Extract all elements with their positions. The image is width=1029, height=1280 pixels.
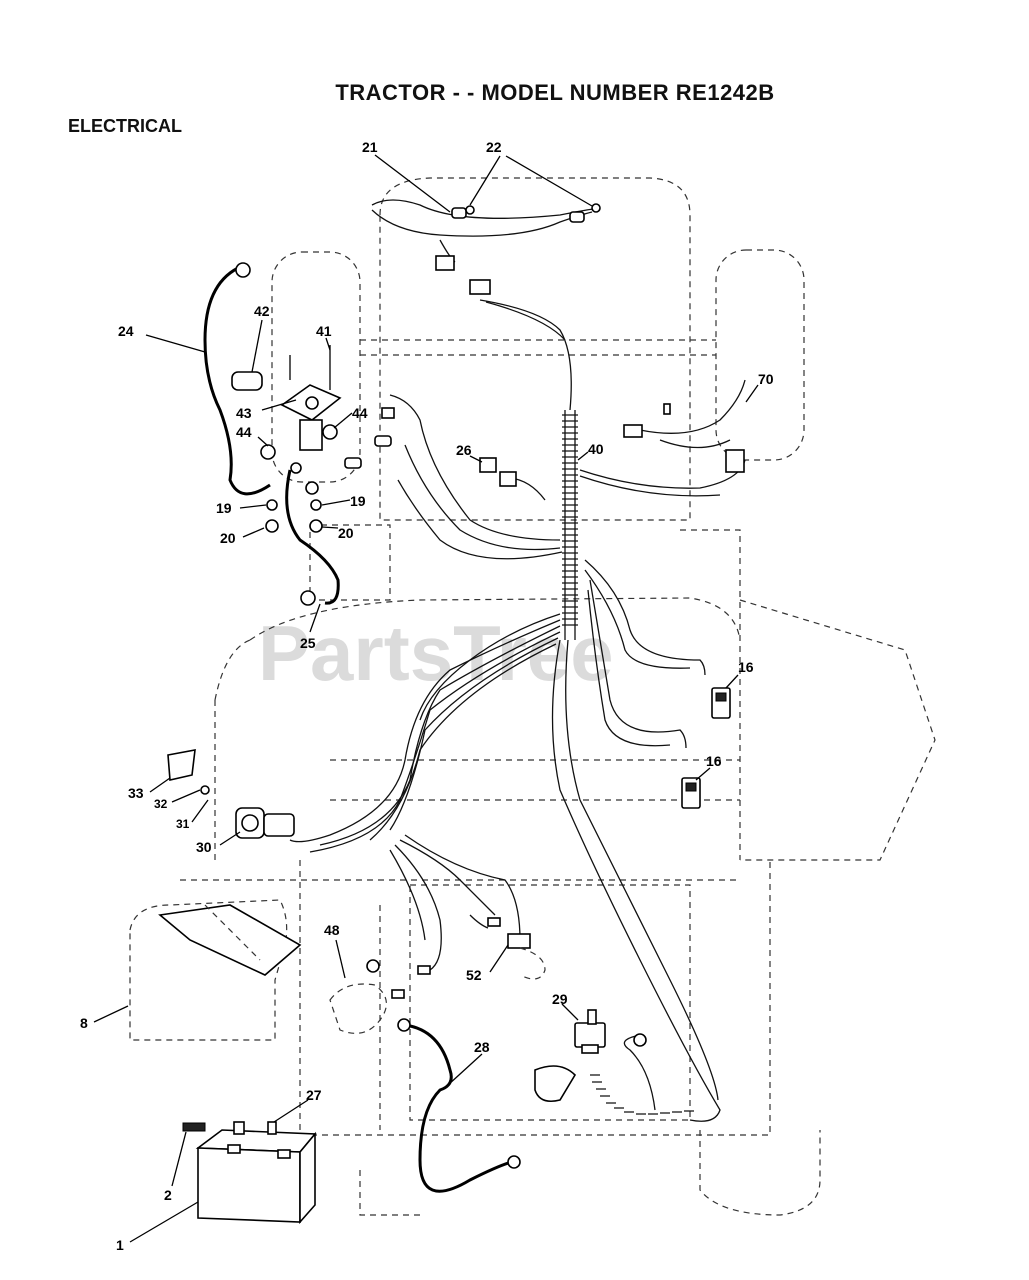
ring-terminal — [235, 262, 251, 278]
callout-labels: 21 22 24 42 41 43 44 44 19 19 20 20 25 2… — [80, 139, 774, 1253]
engine — [129, 899, 302, 1041]
callout-32: 32 — [154, 797, 168, 811]
callout-21: 21 — [362, 139, 378, 155]
connector — [435, 255, 455, 271]
battery-bolt — [182, 1122, 206, 1132]
connector-26 — [499, 471, 517, 487]
callout-25: 25 — [300, 635, 316, 651]
section-heading: ELECTRICAL — [68, 116, 182, 136]
headlight-bulb — [451, 203, 601, 223]
callout-31: 31 — [176, 817, 190, 831]
battery-clamp — [233, 1121, 245, 1135]
callout-41: 41 — [316, 323, 332, 339]
battery-nut — [267, 1121, 277, 1135]
ring-terminal — [300, 590, 316, 606]
callout-42: 42 — [254, 303, 270, 319]
callout-20: 20 — [220, 530, 236, 546]
callout-44: 44 — [352, 405, 368, 421]
callout-70: 70 — [758, 371, 774, 387]
safety-switch — [681, 687, 731, 809]
callout-16: 16 — [706, 753, 722, 769]
tractor-outline — [180, 177, 936, 1216]
callout-26: 26 — [456, 442, 472, 458]
callout-44: 44 — [236, 424, 252, 440]
callout-16: 16 — [738, 659, 754, 675]
connector-26 — [479, 457, 497, 473]
callout-1: 1 — [116, 1237, 124, 1253]
light-socket-48 — [329, 959, 431, 1034]
callout-48: 48 — [324, 922, 340, 938]
ring-terminal — [397, 1018, 411, 1032]
callout-29: 29 — [552, 991, 568, 1007]
callout-43: 43 — [236, 405, 252, 421]
connector — [469, 279, 491, 295]
callout-19: 19 — [350, 493, 366, 509]
battery — [195, 1129, 317, 1225]
callout-19: 19 — [216, 500, 232, 516]
callout-28: 28 — [474, 1039, 490, 1055]
callout-22: 22 — [486, 139, 502, 155]
callout-8: 8 — [80, 1015, 88, 1031]
page-title: TRACTOR - - MODEL NUMBER RE1242B — [335, 80, 775, 105]
harness-sheath-40 — [562, 414, 578, 626]
callout-30: 30 — [196, 839, 212, 855]
callout-33: 33 — [128, 785, 144, 801]
coil-lead-29 — [590, 1074, 694, 1115]
fuse — [663, 403, 671, 415]
callout-24: 24 — [118, 323, 134, 339]
leader-lines — [93, 154, 759, 1243]
connector-52 — [487, 917, 546, 980]
callout-40: 40 — [588, 441, 604, 457]
ring-terminal — [507, 1155, 521, 1169]
connector-70 — [623, 424, 643, 438]
callout-2: 2 — [164, 1187, 172, 1203]
ring-terminal — [633, 1033, 647, 1047]
callout-52: 52 — [466, 967, 482, 983]
ignition-switch — [167, 749, 295, 839]
callout-27: 27 — [306, 1087, 322, 1103]
starter-solenoid — [231, 345, 395, 533]
switch-29 — [534, 1009, 606, 1103]
callout-20: 20 — [338, 525, 354, 541]
connector-70 — [725, 449, 745, 473]
